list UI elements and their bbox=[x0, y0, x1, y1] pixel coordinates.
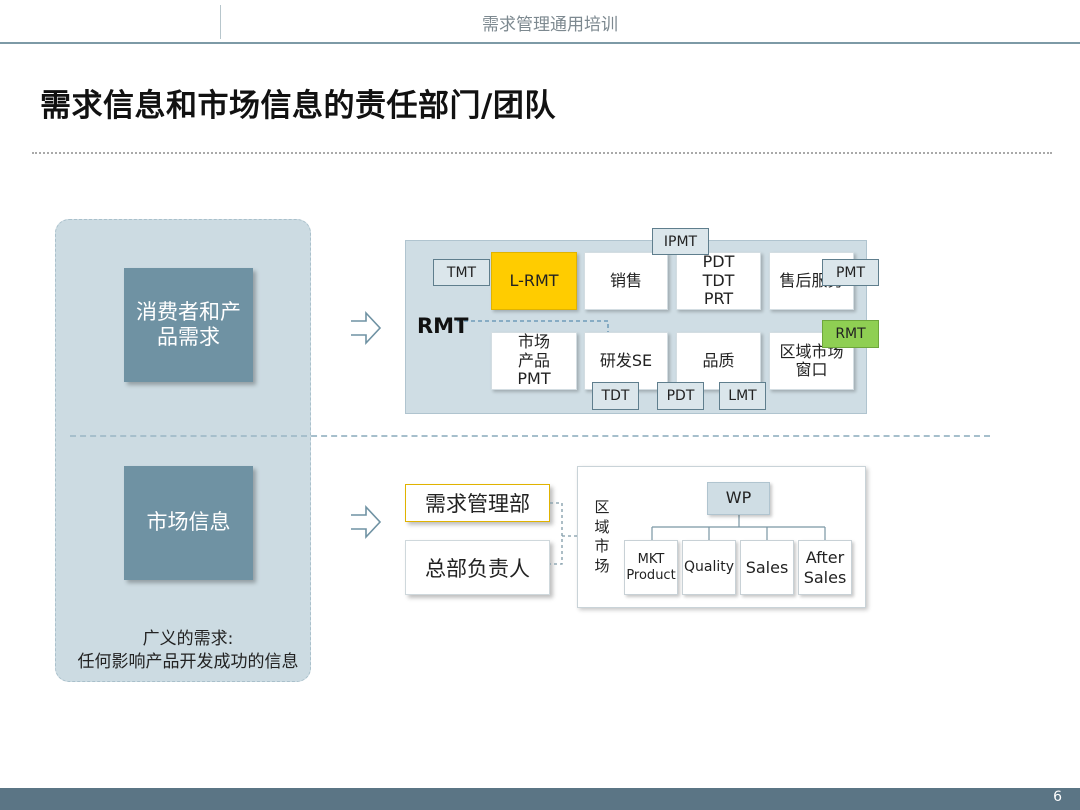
l-rmt-label: L-RMT bbox=[509, 270, 559, 290]
regional-market-vertical-label: 区 域 市 场 bbox=[590, 498, 614, 576]
lmt-tag-label: LMT bbox=[728, 388, 757, 404]
prt-line: PRT bbox=[703, 289, 734, 309]
header-rule bbox=[0, 42, 1080, 44]
consumer-product-needs-box: 消费者和产品需求 bbox=[124, 268, 253, 382]
mkt-line: MKT bbox=[637, 551, 665, 567]
ipmt-tag: IPMT bbox=[652, 228, 709, 255]
rmt-label: RMT bbox=[417, 314, 469, 338]
footer-bar bbox=[0, 788, 1080, 810]
tdt-line: TDT bbox=[702, 270, 735, 290]
product-line: Product bbox=[626, 567, 676, 583]
wp-box: WP bbox=[707, 482, 770, 515]
region-char: 区 bbox=[594, 498, 610, 516]
pdt-tag-label: PDT bbox=[666, 388, 695, 404]
product-line: 产品 bbox=[517, 350, 550, 370]
org-tree-lines bbox=[651, 515, 826, 540]
after-sales-unit: After Sales bbox=[798, 540, 852, 595]
market-connector-dashed-line bbox=[550, 502, 578, 565]
quality-label: 品质 bbox=[702, 350, 735, 370]
pmt-tag-label: PMT bbox=[835, 264, 866, 281]
market-info-label: 市场信息 bbox=[146, 510, 231, 535]
quality-cell: 品质 bbox=[676, 332, 761, 390]
sales-cell: 销售 bbox=[584, 252, 668, 310]
ipmt-label: IPMT bbox=[663, 233, 698, 250]
mkt-product-unit: MKT Product bbox=[624, 540, 678, 595]
tmt-label: TMT bbox=[446, 264, 477, 281]
rmt-green-tag: RMT bbox=[822, 320, 879, 348]
sales-unit-label: Sales bbox=[745, 557, 789, 577]
pmt-tag: PMT bbox=[822, 259, 879, 286]
consumer-product-needs-label: 消费者和产品需求 bbox=[136, 299, 241, 349]
rnd-se-cell: 研发SE bbox=[584, 332, 668, 390]
market-product-pmt-cell: 市场 产品 PMT bbox=[491, 332, 577, 390]
quality-unit-label: Quality bbox=[683, 559, 735, 576]
wp-label: WP bbox=[725, 488, 752, 508]
hq-owner-box: 总部负责人 bbox=[405, 540, 550, 595]
sales-line: Sales bbox=[803, 567, 847, 587]
sales-unit: Sales bbox=[740, 540, 794, 595]
market-info-box: 市场信息 bbox=[124, 466, 253, 580]
section-separator bbox=[70, 435, 990, 437]
page-number: 6 bbox=[1053, 789, 1062, 805]
pdt-tag: PDT bbox=[657, 382, 704, 410]
after-line: After bbox=[805, 548, 845, 568]
outline-arrow-icon bbox=[351, 504, 382, 540]
tdt-tag-label: TDT bbox=[601, 388, 630, 404]
tdt-tag: TDT bbox=[592, 382, 639, 410]
caption-line-1: 广义的需求: bbox=[142, 629, 234, 649]
region-char: 场 bbox=[594, 556, 610, 575]
region-char: 市 bbox=[594, 537, 610, 555]
pdt-group-cell: PDT TDT PRT bbox=[676, 252, 761, 310]
rnd-se-label: 研发SE bbox=[599, 350, 653, 370]
l-rmt-cell: L-RMT bbox=[491, 252, 577, 310]
outline-arrow-icon bbox=[351, 310, 382, 346]
hq-owner-label: 总部负责人 bbox=[425, 556, 530, 581]
region-char: 域 bbox=[594, 517, 610, 536]
tmt-tag: TMT bbox=[433, 259, 490, 286]
pmt-line: PMT bbox=[517, 369, 551, 389]
page-title: 需求信息和市场信息的责任部门/团队 bbox=[40, 88, 556, 124]
quality-unit: Quality bbox=[682, 540, 736, 595]
lmt-tag: LMT bbox=[719, 382, 766, 410]
caption-line-2: 任何影响产品开发成功的信息 bbox=[77, 651, 299, 672]
window-line: 窗口 bbox=[795, 360, 828, 379]
header-divider-tick bbox=[220, 5, 221, 39]
broad-demand-caption: 广义的需求: 任何影响产品开发成功的信息 bbox=[55, 628, 321, 674]
sales-label: 销售 bbox=[609, 270, 642, 290]
rmt-tag-label: RMT bbox=[835, 326, 866, 342]
title-dotted-divider bbox=[32, 152, 1052, 154]
demand-management-dept-label: 需求管理部 bbox=[425, 492, 530, 516]
header-title: 需求管理通用培训 bbox=[482, 15, 618, 35]
pdt-line: PDT bbox=[702, 252, 735, 272]
region-window-cell: 区域市场 窗口 bbox=[769, 332, 854, 390]
market-line: 市场 bbox=[517, 332, 550, 352]
demand-management-dept-box: 需求管理部 bbox=[405, 484, 550, 522]
